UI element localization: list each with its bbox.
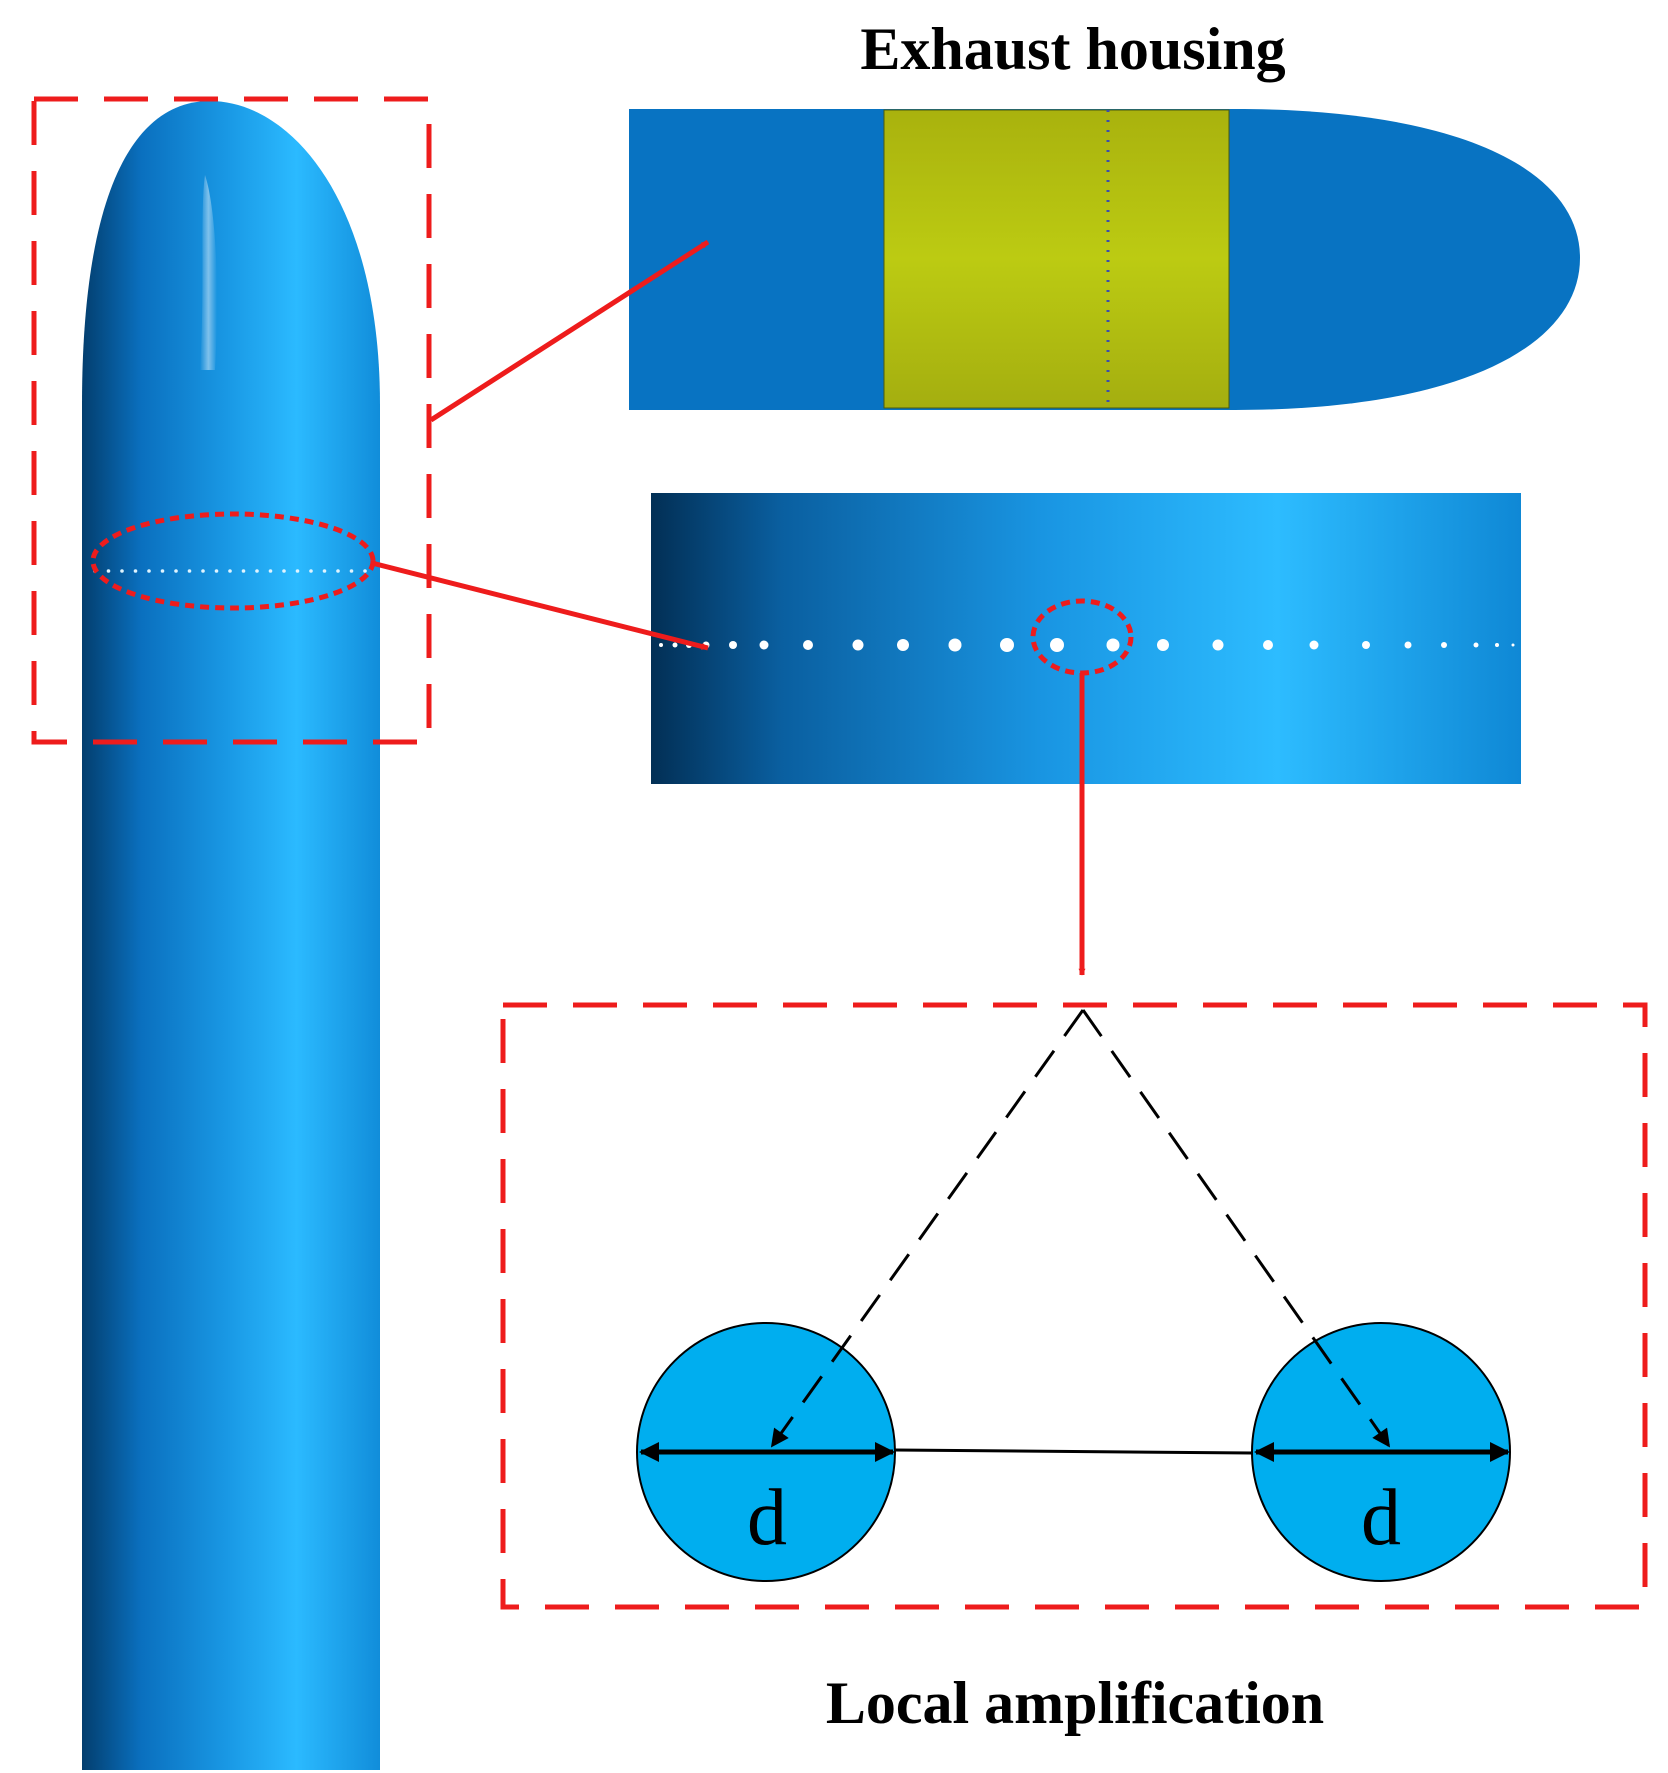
ring-hole [1106,638,1120,652]
ring-hole [759,640,769,650]
exhaust-housing-view [629,109,1580,410]
cylinder-hole [322,569,327,573]
housing-band [883,109,1230,409]
ring-hole [1050,638,1064,652]
ring-hole [1511,643,1515,647]
cylinder-hole [349,569,354,573]
local-amplification-title: Local amplification [826,1670,1324,1736]
cylinder-hole [282,569,286,573]
cylinder-hole [160,569,165,573]
cylinder-hole [228,569,232,573]
cylinder-shape [82,101,380,1770]
cylinder-hole [336,569,340,573]
ring-hole [729,641,737,649]
cylinder-hole [214,569,219,573]
cylinder-highlight [200,175,217,370]
left-diameter-label: d [747,1474,787,1562]
cylinder-hole [187,569,192,573]
hole-spacing-line [894,1448,1253,1455]
ring-hole [1263,640,1273,650]
right-diameter-label: d [1361,1474,1401,1562]
left-dashed-edge [770,1009,1085,1448]
ring-hole [1157,639,1169,651]
ring-hole [948,638,962,652]
exhaust-housing-title: Exhaust housing [860,16,1285,82]
cylinder-hole [106,569,111,573]
cylinder-hole [268,569,273,573]
ring-hole [852,639,864,651]
local-amplification-box [500,1002,1648,1610]
ring-hole [1000,638,1014,652]
ring-hole [1309,640,1319,650]
ring-hole [803,640,813,650]
cylinder-hole [241,569,246,573]
arrow-to-ring [371,560,709,651]
cylinder-hole [133,569,138,573]
cylinder-hole [147,569,151,573]
ring-hole [1495,643,1499,647]
right-dashed-edge [1081,1009,1391,1448]
ring-hole [1404,641,1412,649]
cylinder-hole [255,569,259,573]
arrow-to-housing [429,239,710,423]
cylinder-hole [174,569,178,573]
cylinder-hole [309,569,313,573]
cylinder-hole [295,569,300,573]
cylinder-body [82,101,380,1770]
cylinder-hole [363,569,367,573]
ring-hole [1473,642,1479,648]
ring-hole [897,639,909,651]
ring-section-view [651,493,1521,784]
cylinder-hole [120,569,124,573]
ring-hole [1212,639,1224,651]
cylinder-hole [201,569,205,573]
ring-hole [672,642,678,648]
ring-hole [1362,641,1370,649]
ring-hole [1441,642,1447,648]
cylinder-hole-row [93,569,367,573]
upper-callout-box [31,96,432,745]
ring-hole [659,643,663,647]
ring-shape [651,493,1521,784]
